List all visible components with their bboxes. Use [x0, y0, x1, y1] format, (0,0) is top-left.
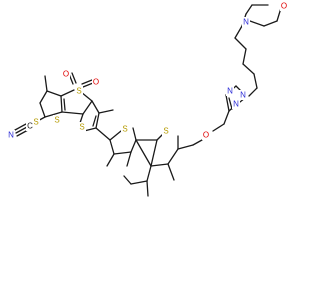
atom-label-background [239, 90, 247, 100]
atom-label-s3: S [75, 86, 83, 96]
atom-label-o1: O [62, 69, 70, 79]
atom-label-s6: S [162, 126, 170, 136]
atom-label-background [280, 1, 288, 11]
atom-label-background [242, 17, 250, 27]
atom-label-background [7, 130, 15, 140]
atom-label-background [121, 124, 129, 134]
atom-symbol: C [27, 122, 33, 131]
atom-symbol: N [8, 131, 14, 140]
atom-label-n_tri3: N [239, 90, 247, 100]
atom-label-background [78, 122, 86, 132]
atom-symbol: O [281, 2, 287, 11]
atom-symbol: N [227, 87, 233, 96]
atom-label-background [92, 77, 100, 87]
atom-symbol: N [240, 91, 246, 100]
atom-symbol: O [63, 70, 69, 79]
atom-symbol: S [76, 87, 81, 96]
atom-symbol: S [122, 125, 127, 134]
atom-label-n_tri2: N [226, 86, 234, 96]
atom-symbol: S [79, 123, 84, 132]
atom-symbol: S [163, 127, 168, 136]
atom-label-background [26, 121, 34, 131]
atom-symbol: N [243, 18, 249, 27]
atom-symbol: S [54, 116, 59, 125]
atom-label-background [202, 130, 210, 140]
atom-symbol: S [33, 118, 38, 127]
atom-label-s4: S [78, 122, 86, 132]
atom-label-o2: O [92, 77, 100, 87]
atom-label-background [32, 117, 40, 127]
atom-label-s2: S [53, 115, 61, 125]
atom-label-n_tri1: N [232, 99, 240, 109]
atom-label-n_nitrile: N [7, 130, 15, 140]
atom-label-background [162, 126, 170, 136]
atom-label-background [226, 86, 234, 96]
atom-label-n_morph: N [242, 17, 250, 27]
atom-symbol: O [93, 78, 99, 87]
atom-label-c_nitrile: C [26, 121, 34, 131]
atom-label-s1: S [32, 117, 40, 127]
atom-label-o_morph: O [280, 1, 288, 11]
bond-lines [14, 4, 282, 197]
atom-label-o_ether: O [202, 130, 210, 140]
atom-label-background [75, 86, 83, 96]
atom-symbol: O [203, 131, 209, 140]
atom-label-background [53, 115, 61, 125]
atom-label-background [62, 69, 70, 79]
atom-label-s5: S [121, 124, 129, 134]
atom-label-background [232, 99, 240, 109]
atom-symbol: N [233, 100, 239, 109]
